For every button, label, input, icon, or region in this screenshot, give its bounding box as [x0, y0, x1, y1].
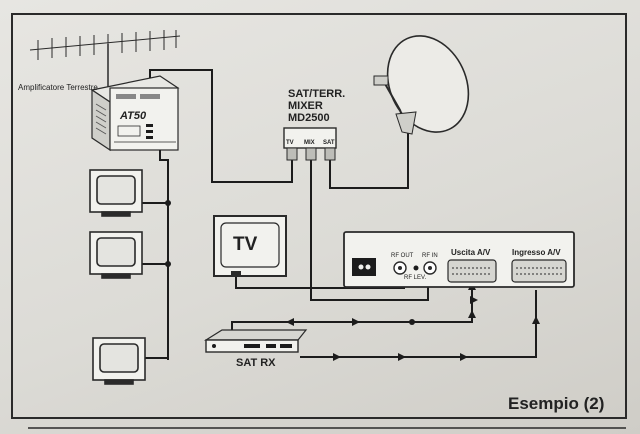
sat-rx-device [203, 329, 308, 353]
terrestrial-antenna-icon [29, 30, 181, 90]
mixer-port-sat-label: SAT [323, 140, 335, 146]
mixer-label-line-2: MIXER [288, 100, 323, 112]
uscita-av-label: Uscita A/V [451, 248, 491, 257]
mixer-device [283, 127, 337, 161]
example-caption: Esempio (2) [508, 394, 605, 413]
junction-dots [165, 200, 415, 325]
mixer-label: SAT/TERR. MIXER MD2500 [288, 88, 345, 124]
sat-rx-label: SAT RX [236, 357, 276, 369]
rf-in-label: RF IN [422, 253, 438, 259]
mixer-label-line-3: MD2500 [288, 112, 330, 124]
main-tv-label: TV [233, 234, 258, 255]
main-tv [213, 215, 287, 277]
amplifier-label: Amplificatore Terrestre [18, 83, 98, 92]
ingresso-av-label: Ingresso A/V [512, 248, 561, 257]
mixer-port-tv-label: TV [286, 140, 294, 146]
tv-monitor-1 [89, 169, 143, 217]
satellite-dish-icon [373, 35, 470, 135]
tv-monitor-2 [89, 231, 143, 279]
mixer-port-mix-label: MIX [304, 140, 315, 146]
amplifier-model-label: AT50 [120, 110, 147, 122]
receiver-box [343, 231, 575, 288]
amplifier-device [90, 75, 180, 152]
rf-lev-label: RF LEV. [404, 275, 427, 281]
arrow-heads [286, 282, 540, 361]
page-frame [11, 13, 627, 419]
mixer-label-line-1: SAT/TERR. [288, 88, 346, 100]
rf-out-label: RF OUT [391, 253, 414, 259]
tv-monitor-3 [92, 337, 146, 385]
